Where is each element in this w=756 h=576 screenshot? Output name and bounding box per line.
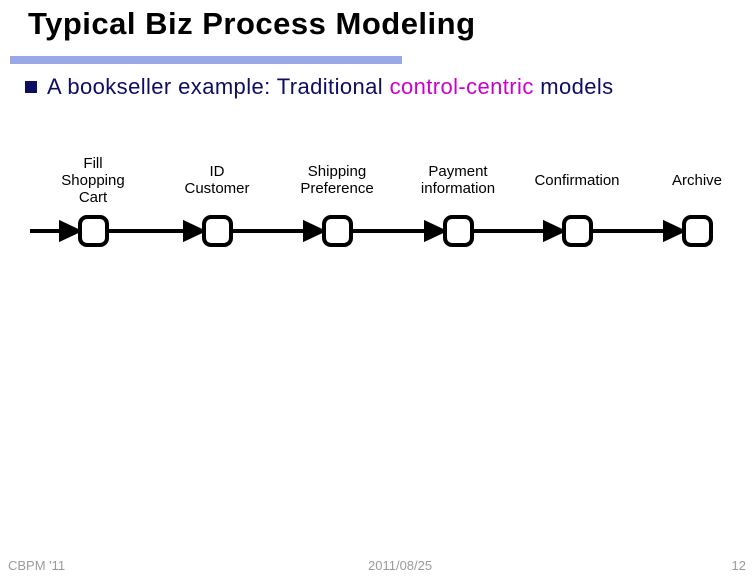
process-box	[443, 215, 474, 247]
process-box	[202, 215, 233, 247]
process-stage-label: ID Customer	[184, 163, 250, 197]
flow-arrows	[30, 219, 687, 243]
bullet-text: A bookseller example: Traditional contro…	[47, 74, 614, 100]
process-stage-label: Payment information	[420, 163, 496, 197]
process-box	[562, 215, 593, 247]
footer-page-number: 12	[731, 558, 746, 573]
process-stage-label: Shipping Preference	[300, 163, 374, 197]
flow-arrow	[30, 219, 687, 243]
footer-date: 2011/08/25	[368, 558, 433, 573]
bullet-text-before: A bookseller example: Traditional	[47, 74, 390, 99]
footer-conference: CBPM '11	[8, 558, 66, 573]
bullet-text-after: models	[533, 74, 614, 99]
process-box	[322, 215, 353, 247]
process-box	[78, 215, 109, 247]
process-box	[682, 215, 713, 247]
bullet-item: A bookseller example: Traditional contro…	[25, 74, 745, 100]
bullet-square-icon	[25, 81, 37, 93]
process-stage-label: Confirmation	[534, 171, 620, 189]
title-underline-bar	[10, 56, 402, 64]
bullet-text-highlight: control-centric	[389, 74, 534, 99]
page-title: Typical Biz Process Modeling	[28, 6, 476, 41]
process-stage-label: Archive	[671, 171, 723, 189]
process-stage-label: Fill Shopping Cart	[61, 154, 125, 206]
process-diagram: Fill Shopping Cart ID Customer Shipping …	[30, 154, 723, 247]
